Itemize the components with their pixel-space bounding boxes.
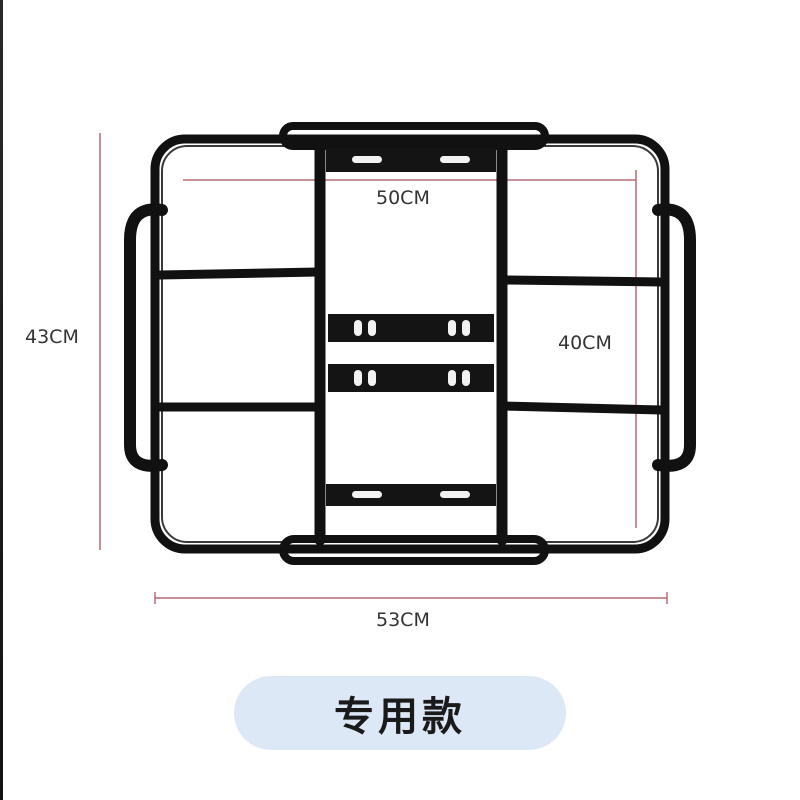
dimension-lines bbox=[99, 133, 668, 604]
dimension-bottom-width: 53CM bbox=[376, 609, 430, 631]
dimension-inner-height: 40CM bbox=[558, 332, 612, 354]
crossbar-left-upper bbox=[155, 267, 323, 280]
rack-outer-frame bbox=[150, 134, 670, 554]
crossbar-right-lower bbox=[499, 401, 667, 415]
rack-frame bbox=[124, 122, 696, 565]
model-badge: 专用款 bbox=[234, 676, 566, 750]
top-grab-bar bbox=[279, 122, 549, 150]
dimension-height: 43CM bbox=[25, 326, 79, 348]
right-handle bbox=[652, 203, 696, 472]
model-label: 专用款 bbox=[334, 694, 466, 740]
bottom-grab-bar bbox=[279, 535, 549, 565]
mount-slots bbox=[352, 156, 470, 498]
left-edge-strip bbox=[0, 0, 3, 800]
dimension-top-width: 50CM bbox=[376, 187, 430, 209]
crossbar-right-upper bbox=[499, 275, 667, 287]
mount-plate-bottom bbox=[326, 484, 496, 506]
mount-plate-top bbox=[326, 148, 496, 172]
left-handle bbox=[124, 203, 168, 472]
